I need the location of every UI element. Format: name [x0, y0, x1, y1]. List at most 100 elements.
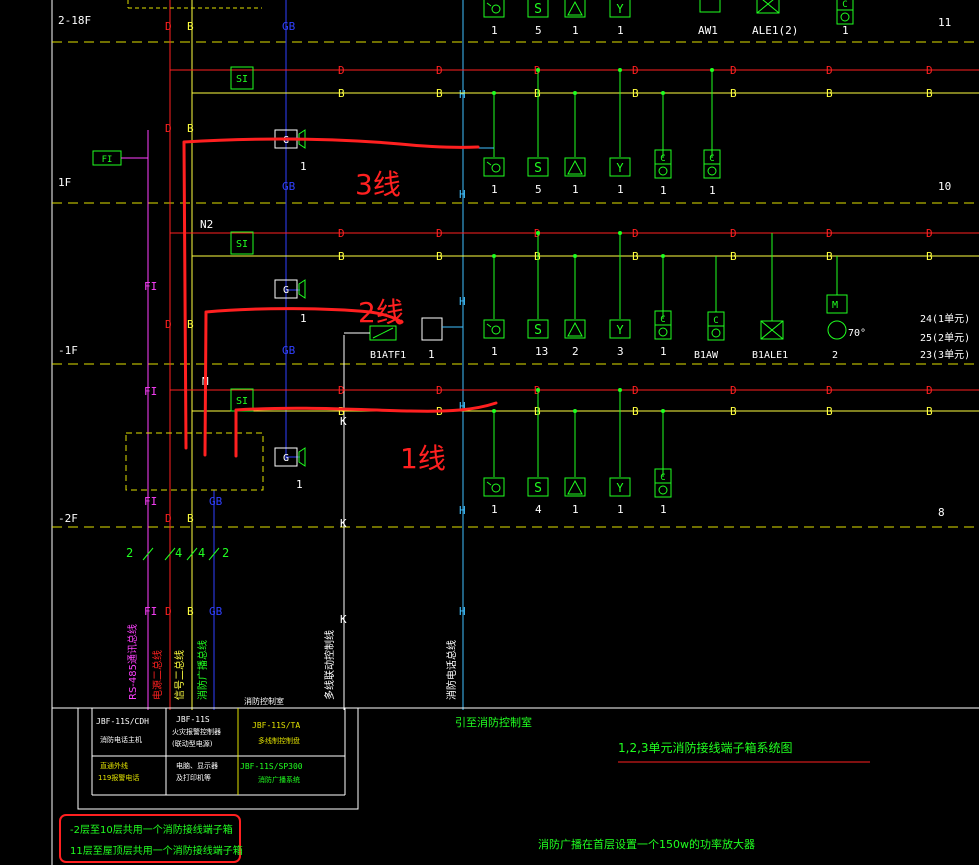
bus-letter-d: D	[338, 384, 345, 397]
bus-letter-b: B	[826, 250, 833, 263]
device-count: 1	[617, 24, 624, 37]
bus-letter-b: B	[926, 250, 933, 263]
junction-dot	[492, 409, 496, 413]
svg-text:G: G	[283, 453, 289, 464]
svg-text:H: H	[459, 295, 466, 308]
junction-dot	[661, 254, 665, 258]
junction-dot	[492, 254, 496, 258]
floor-label-minus2f: -2F	[58, 512, 78, 525]
trunk-labels: D B GB D B GB FI D B GB FI FI D B GB FI …	[144, 20, 466, 626]
bus-letter-b: B	[730, 405, 737, 418]
svg-text:JBF-11S/CDH: JBF-11S/CDH	[96, 717, 149, 726]
bus-letter-b: B	[338, 87, 345, 100]
svg-text:K: K	[340, 517, 347, 530]
svg-text:1: 1	[842, 24, 849, 37]
junction-dot	[618, 231, 622, 235]
svg-text:FI: FI	[144, 385, 157, 398]
bus-letter-d: D	[826, 384, 833, 397]
svg-text:B: B	[187, 318, 194, 331]
svg-text:B1ATF1: B1ATF1	[370, 350, 406, 361]
floor-label-1f: 1F	[58, 176, 71, 189]
bus-letter-d: D	[436, 227, 443, 240]
bell-icon	[483, 319, 505, 339]
to-control-room-label: 引至消防控制室	[455, 715, 532, 729]
y-icon	[609, 477, 631, 497]
svg-text:SI: SI	[236, 74, 248, 85]
device-count: 1	[617, 183, 624, 196]
svg-text:及打印机等: 及打印机等	[176, 773, 211, 782]
svg-text:G: G	[283, 285, 289, 296]
svg-text:FI: FI	[144, 495, 157, 508]
svg-text:信号二总线: 信号二总线	[173, 650, 186, 700]
x-icon	[760, 320, 784, 340]
svg-text:K: K	[340, 415, 347, 428]
svg-text:4: 4	[175, 546, 182, 560]
svg-text:直通外线: 直通外线	[100, 761, 128, 770]
svg-text:70°: 70°	[848, 328, 866, 339]
svg-text:GB: GB	[282, 20, 296, 33]
s-icon	[527, 477, 549, 497]
s-icon	[527, 319, 549, 339]
control-room-table: 消防控制室 JBF-11S/CDH 消防电话主机 JBF-11S 火灾报警控制器…	[77, 696, 359, 810]
bus-letter-d: D	[826, 64, 833, 77]
bus-letter-b: B	[926, 405, 933, 418]
svg-text:119报警电话: 119报警电话	[98, 773, 139, 782]
floor-label-2-18f: 2-18F	[58, 14, 91, 27]
junction-dot	[573, 254, 577, 258]
bus-letter-b: B	[632, 250, 639, 263]
device-count: 1	[491, 183, 498, 196]
y-icon	[609, 157, 631, 177]
junction-dot	[618, 68, 622, 72]
svg-text:多线制控制盘: 多线制控制盘	[258, 736, 300, 745]
minus1f-left-devices: B1ATF1 1 24(1单元) 25(2单元) 23(3单元) 70°	[344, 313, 970, 361]
y-icon	[609, 319, 631, 339]
fi-box-label: FI	[102, 155, 113, 165]
junction-dot	[536, 231, 540, 235]
device-count: 2	[572, 345, 579, 358]
junction-dot	[492, 91, 496, 95]
tri-icon	[564, 477, 586, 497]
device-count: 5	[535, 24, 542, 37]
note-1: -2层至10层共用一个消防接线端子箱	[70, 823, 233, 836]
svg-text:电脑、显示器: 电脑、显示器	[176, 761, 218, 770]
svg-text:D: D	[165, 20, 172, 33]
bus-letter-b: B	[826, 87, 833, 100]
bell-icon	[483, 157, 505, 177]
junction-dot	[661, 409, 665, 413]
svg-text:4: 4	[198, 546, 205, 560]
svg-text:24(1单元): 24(1单元)	[920, 313, 970, 325]
floor-label-minus1f: -1F	[58, 344, 78, 357]
svg-text:电源二总线: 电源二总线	[151, 650, 164, 700]
annotation-3-line: 3线	[355, 168, 401, 201]
bus-letter-d: D	[436, 384, 443, 397]
c-icon	[654, 468, 672, 498]
junction-dot	[618, 388, 622, 392]
floor-count-minus2f: 8	[938, 506, 945, 519]
svg-text:25(2单元): 25(2单元)	[920, 332, 970, 344]
svg-text:2: 2	[222, 546, 229, 560]
bus-letter-b: B	[632, 87, 639, 100]
x-icon	[756, 0, 780, 14]
svg-text:N2: N2	[200, 218, 213, 231]
junction-dot	[536, 388, 540, 392]
bus-letter-b: B	[436, 87, 443, 100]
junction-dot	[573, 409, 577, 413]
svg-text:H: H	[459, 88, 466, 101]
junction-dot	[710, 68, 714, 72]
svg-text:B: B	[187, 512, 194, 525]
svg-text:消防电话主机: 消防电话主机	[100, 735, 142, 744]
bus-letter-d: D	[632, 64, 639, 77]
svg-text:JBF-11S/TA: JBF-11S/TA	[252, 721, 300, 730]
bus-letters: DBDBDBDBDBDBDBDBDBDBDBDBDBDBDBDBDBDBDBDB…	[338, 64, 933, 418]
bus-letter-d: D	[926, 227, 933, 240]
device-count: 1	[491, 503, 498, 516]
bus-letter-d: D	[632, 227, 639, 240]
svg-text:D: D	[165, 318, 172, 331]
system-title: 1,2,3单元消防接线端子箱系统图	[618, 740, 793, 755]
tri-icon	[564, 157, 586, 177]
floor-separators	[52, 41, 979, 528]
bus-letter-b: B	[926, 87, 933, 100]
bus-letter-b: B	[338, 405, 345, 418]
svg-text:2: 2	[832, 350, 838, 361]
svg-text:B: B	[187, 20, 194, 33]
